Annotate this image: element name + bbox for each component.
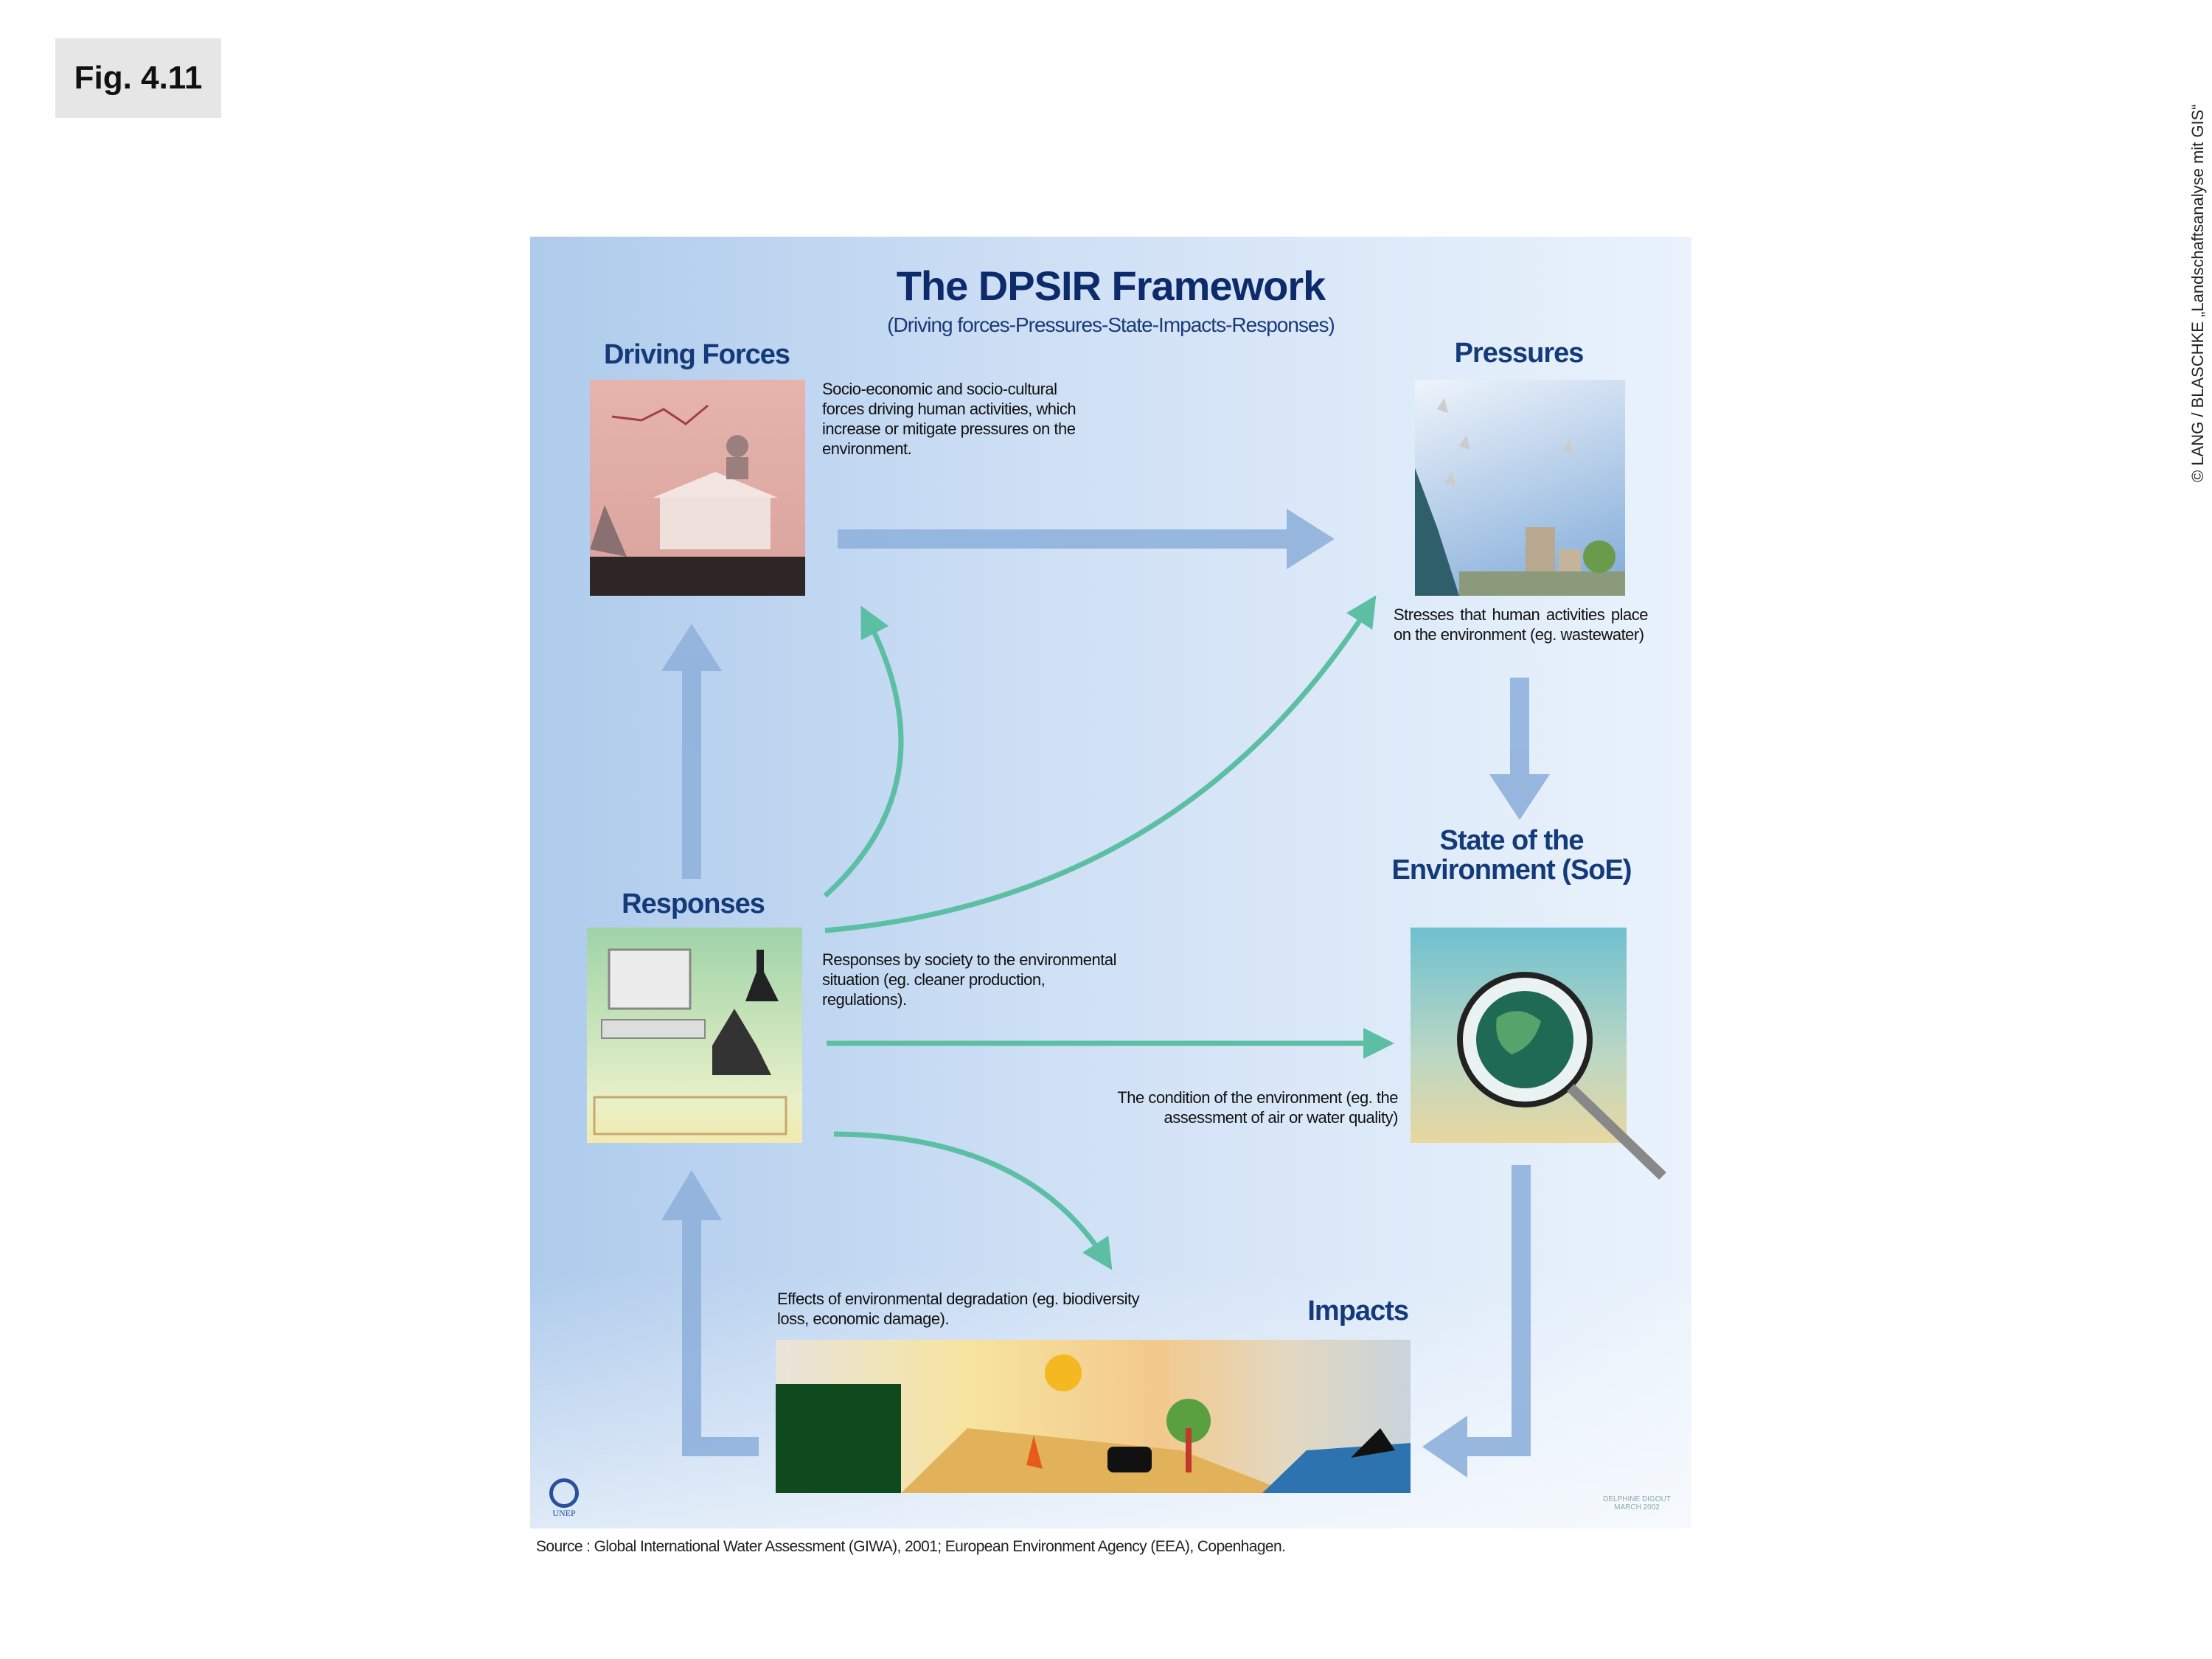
pollution-illustration-icon — [1415, 398, 1625, 596]
society-illustration-icon — [590, 404, 805, 596]
arrow-pressures-to-state — [1489, 678, 1550, 820]
pressures-description: Stresses that human activities place on … — [1394, 605, 1649, 644]
arrow-impacts-to-responses — [661, 1170, 759, 1456]
arrow-state-to-impacts — [1422, 1165, 1531, 1478]
diagram-subtitle: (Driving forces-Pressures-State-Impacts-… — [887, 313, 1335, 336]
degradation-illustration-icon — [776, 1354, 1411, 1493]
state-label: State of the Environment (SoE) — [1391, 825, 1632, 886]
pressures-label: Pressures — [1454, 338, 1585, 369]
pressures-image — [1415, 380, 1625, 596]
responses-label: Responses — [622, 888, 765, 919]
diagram-title: The DPSIR Framework — [896, 262, 1326, 309]
impacts-description: Effects of environmental degradation (eg… — [777, 1290, 1140, 1328]
responses-image — [587, 928, 802, 1143]
impacts-image — [776, 1340, 1411, 1493]
unep-logo-text: UNEP — [552, 1508, 576, 1518]
source-caption: Source : Global International Water Asse… — [536, 1538, 1286, 1555]
driving-forces-description: Socio-economic and socio-cultural forces… — [822, 380, 1077, 458]
driving-forces-label: Driving Forces — [603, 339, 790, 370]
response-arrows — [823, 595, 1394, 1270]
illustrator-credit: DELPHINE DIGOUT MARCH 2002 — [1603, 1495, 1671, 1512]
arrow-responses-to-impacts — [833, 1131, 1113, 1270]
unep-emblem-icon — [549, 1478, 579, 1508]
technology-illustration-icon — [593, 948, 787, 1135]
arrow-responses-to-pressures — [824, 595, 1377, 933]
unep-logo: UNEP — [546, 1478, 582, 1519]
arrow-responses-to-driving-curve — [823, 605, 904, 898]
driving-forces-image — [590, 380, 805, 596]
magnifying-glass-globe-icon — [1457, 972, 1666, 1180]
main-cycle-arrows — [661, 509, 1550, 1478]
responses-description: Responses by society to the environmenta… — [822, 950, 1116, 1009]
figure-label: Fig. 4.11 — [55, 38, 221, 118]
arrow-driving-to-pressures — [838, 509, 1335, 569]
arrow-responses-to-driving — [661, 624, 722, 879]
impacts-label: Impacts — [1307, 1295, 1409, 1326]
state-description: The condition of the environment (eg. th… — [1117, 1088, 1398, 1127]
